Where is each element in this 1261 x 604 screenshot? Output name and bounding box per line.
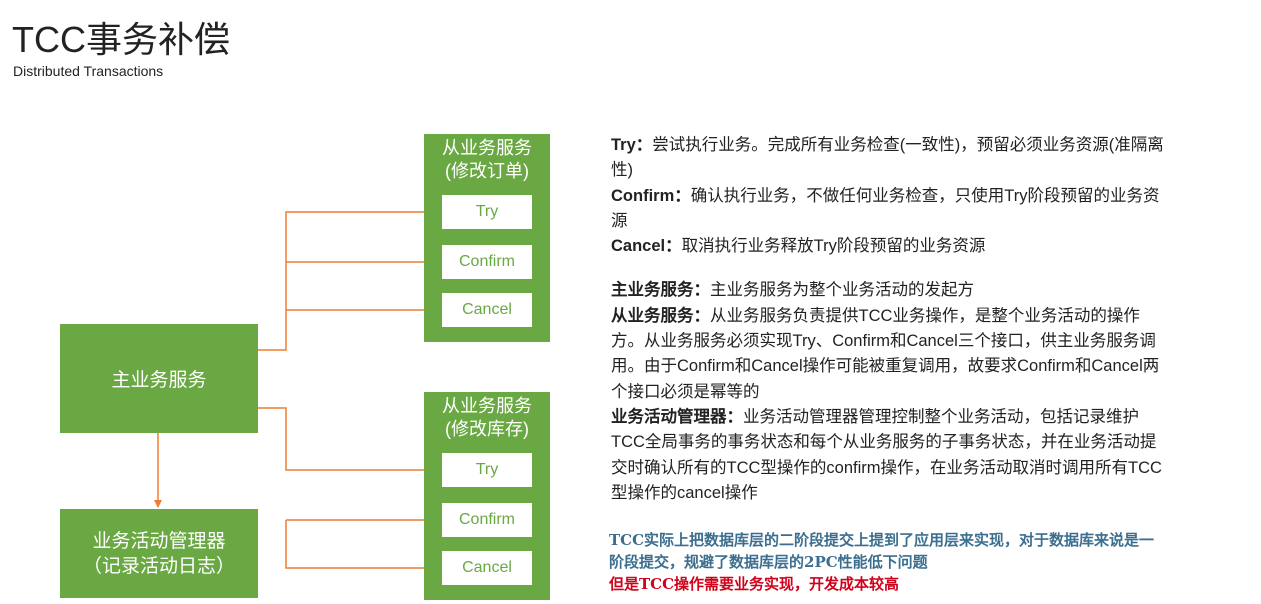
op-cancel-stock: Cancel (442, 551, 532, 585)
sub-service-order-title: 从业务服务 (修改订单) (442, 138, 532, 181)
arrow-main-to-cancel-2 (285, 520, 442, 572)
desc-main-service: 主业务服务：主业务服务为整个业务活动的发起方 (611, 281, 974, 300)
desc-activity-manager: 业务活动管理器：业务活动管理器管理控制整个业务活动，包括记录维护TCC全局事务的… (611, 407, 1162, 502)
activity-manager-sublabel: （记录活动日志） (82, 555, 235, 577)
sub-service-stock-title: 从业务服务 (修改库存) (442, 396, 532, 439)
activity-manager-box: 业务活动管理器 （记录活动日志） (60, 509, 258, 598)
op-confirm-order: Confirm (442, 245, 532, 279)
summary-note: TCC实际上把数据库层的二阶段提交上提到了应用层来实现，对于数据库来说是一阶段提… (609, 529, 1169, 595)
op-confirm-stock: Confirm (442, 503, 532, 537)
main-service-box: 主业务服务 (60, 324, 258, 433)
arrow-main-to-try-2 (258, 407, 442, 474)
op-cancel-order: Cancel (442, 293, 532, 327)
desc-sub-service: 从业务服务：从业务服务负责提供TCC业务操作，是整个业务活动的操作方。从业务服务… (611, 306, 1160, 401)
desc-confirm: Confirm：确认执行业务，不做任何业务检查，只使用Try阶段预留的业务资源 (611, 186, 1160, 230)
op-try-stock: Try (442, 453, 532, 487)
sub-service-order-box: 从业务服务 (修改订单) Try Confirm Cancel (424, 134, 550, 342)
sub-service-stock-box: 从业务服务 (修改库存) Try Confirm Cancel (424, 392, 550, 600)
activity-manager-label: 业务活动管理器 (92, 530, 226, 552)
page-subtitle: Distributed Transactions (13, 63, 164, 79)
note-red: 但是TCC操作需要业务实现，开发成本较高 (609, 575, 900, 593)
main-service-label: 主业务服务 (111, 370, 207, 391)
arrow-main-to-try-1 (258, 208, 442, 351)
desc-try: Try：尝试执行业务。完成所有业务检查(一致性)，预留必须业务资源(准隔离性) (611, 136, 1164, 180)
desc-cancel: Cancel：取消执行业务释放Try阶段预留的业务资源 (611, 237, 986, 256)
page-title: TCC事务补偿 (12, 19, 230, 60)
description-panel: Try：尝试执行业务。完成所有业务检查(一致性)，预留必须业务资源(准隔离性) … (611, 133, 1171, 506)
op-try-order: Try (442, 195, 532, 229)
note-blue: TCC实际上把数据库层的二阶段提交上提到了应用层来实现，对于数据库来说是一阶段提… (609, 531, 1155, 571)
